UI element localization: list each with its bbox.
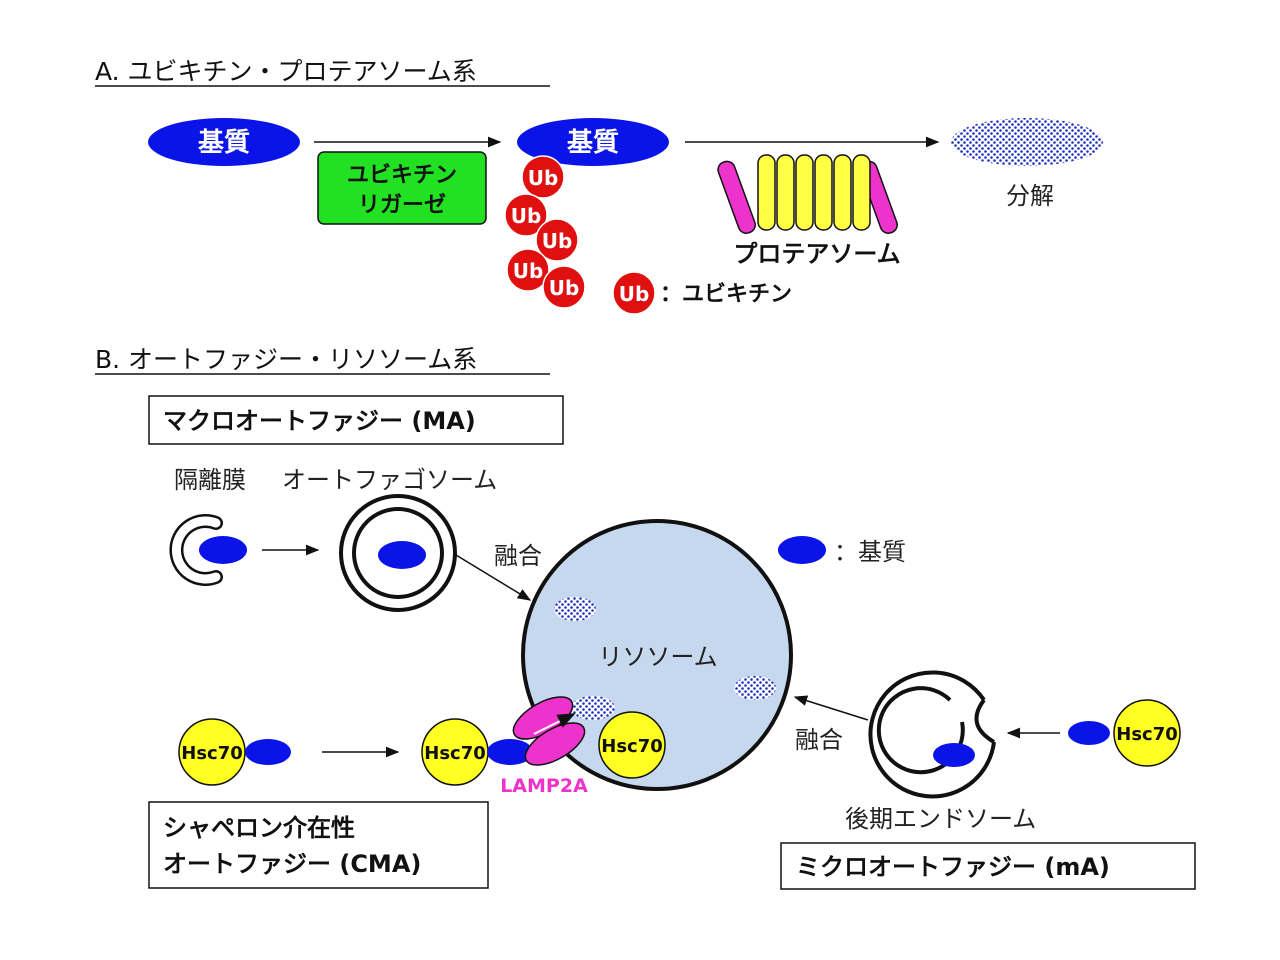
substrate-ellipse [487, 739, 533, 765]
ubiquitin-ligase-box [317, 151, 487, 225]
ub-circle [535, 218, 579, 262]
cma-label-line1: シャペロン介在性 [163, 814, 355, 842]
ub-label: Ub [542, 229, 573, 253]
lamp2a-label: LAMP2A [500, 775, 588, 797]
degraded-peptides [734, 676, 776, 700]
hsc70-label: Hsc70 [1116, 724, 1178, 745]
substrate-ellipse [1068, 721, 1110, 745]
macroautophagy-box [148, 395, 564, 445]
substrate-ellipse [933, 743, 975, 767]
lysosome-label: リソソーム [598, 643, 717, 671]
fusion-label-1: 融合 [494, 542, 542, 570]
cma-label-line2: オートファジー (CMA) [163, 850, 421, 878]
ub-label: Ub [549, 276, 580, 300]
late-endosome [868, 670, 996, 799]
substrate-ellipse [199, 536, 247, 564]
substrate-ellipse [378, 541, 426, 569]
hsc70-circle [598, 711, 666, 779]
degradation-label: 分解 [1006, 182, 1054, 210]
ub-circle [521, 155, 565, 199]
ub-label: Ub [528, 166, 559, 190]
proteasome-icon [717, 154, 898, 234]
macroautophagy-label: マクロオートファジー (MA) [163, 407, 476, 435]
cma-box [148, 801, 489, 889]
proteasome-label: プロテアソーム [733, 240, 900, 268]
hsc70-label: Hsc70 [181, 743, 243, 764]
substrate-legend-text: ：基質 [834, 538, 906, 566]
section-b-heading: B. オートファジー・リソソーム系 [95, 345, 477, 374]
ubiquitinated-substrate-label: 基質 [567, 128, 619, 158]
degraded-peptides [554, 597, 596, 621]
arrow-fusion-endosome [793, 695, 869, 721]
ub-legend-text: ：ユビキチン [660, 282, 792, 307]
ub-legend-circle [612, 271, 656, 315]
late-endosome-label: 後期エンドソーム [845, 805, 1036, 833]
ub-label: Ub [511, 204, 542, 228]
fusion-label-2: 融合 [795, 726, 843, 754]
substrate-label: 基質 [198, 128, 250, 158]
microautophagy-label: ミクロオートファジー (mA) [796, 853, 1110, 881]
ubiquitin-chain: Ub Ub Ub Ub Ub [504, 155, 586, 309]
substrate-ellipse [148, 118, 300, 166]
substrate-ellipse [245, 739, 291, 765]
arrow-fusion-autophagosome [455, 554, 532, 601]
ub-circle [542, 265, 586, 309]
isolation-membrane-label: 隔離膜 [174, 466, 246, 494]
ub-circle [504, 193, 548, 237]
degraded-peptides [571, 696, 615, 720]
section-a-heading: A. ユビキチン・プロテアソーム系 [95, 57, 477, 86]
isolation-membrane-inner [171, 516, 221, 584]
ub-legend-circle-label: Ub [619, 282, 650, 306]
autophagosome-label: オートファゴソーム [282, 466, 497, 494]
substrate-legend-ellipse [778, 536, 826, 564]
degraded-peptides [951, 118, 1103, 166]
hsc70-label: Hsc70 [424, 743, 486, 764]
microautophagy-box [780, 842, 1196, 890]
lamp2a-channel [512, 696, 586, 766]
lysosome [521, 519, 793, 791]
ubiquitinated-substrate-ellipse [517, 118, 669, 166]
ub-label: Ub [513, 259, 544, 283]
ligase-line2: リガーゼ [358, 193, 446, 218]
ligase-line1: ユビキチン [347, 163, 457, 188]
hsc70-label: Hsc70 [601, 736, 663, 757]
hsc70-circle [1113, 699, 1181, 767]
ub-circle [506, 248, 550, 292]
